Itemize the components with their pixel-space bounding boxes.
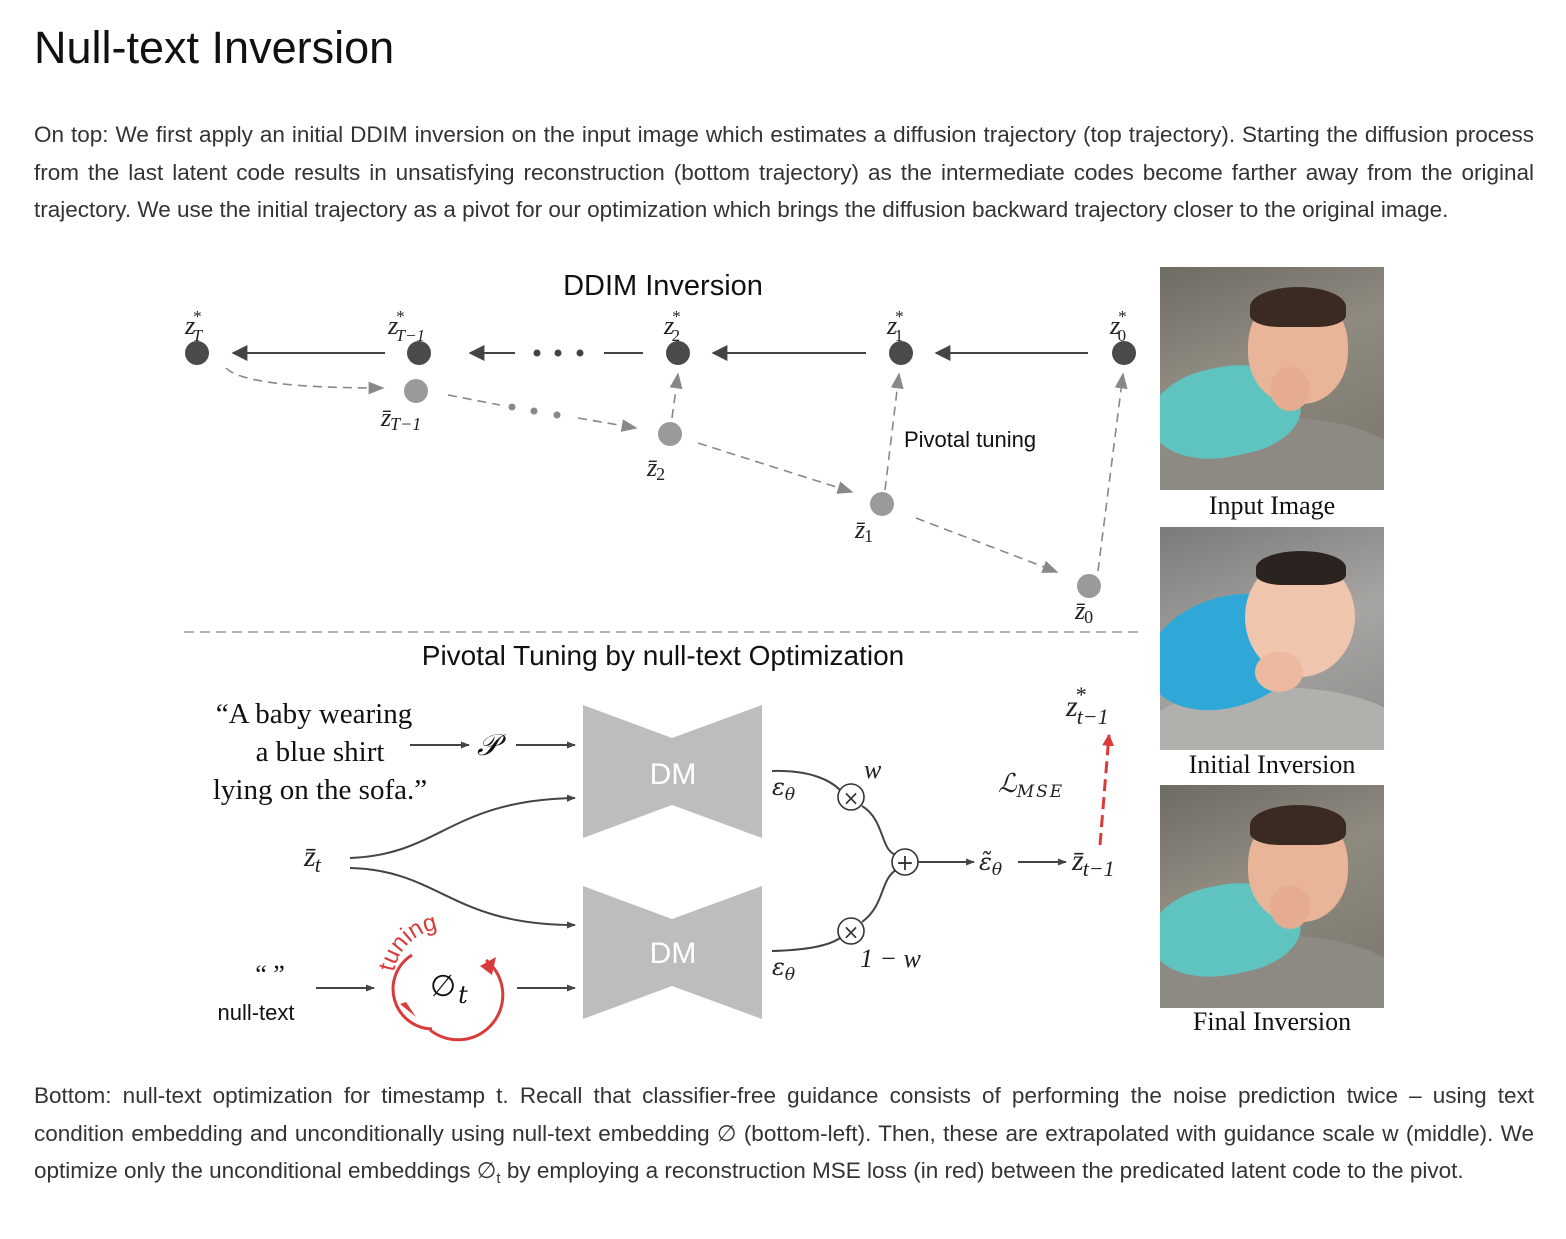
curve-zt-to-top-dm bbox=[349, 794, 576, 859]
label-zbar-2: z̄2 bbox=[646, 453, 665, 484]
curve-eps-uncond-to-times bbox=[771, 937, 841, 952]
pivot-up-zbar1 bbox=[884, 372, 904, 491]
epsilon-unconditional: εθ bbox=[772, 953, 795, 985]
node-zstar-T-1 bbox=[407, 341, 431, 365]
node-zstar-1 bbox=[889, 341, 913, 365]
caption-input-image: Input Image bbox=[1208, 491, 1336, 520]
label-zbar-t: z̄t bbox=[303, 840, 322, 877]
dm-block-unconditional bbox=[583, 886, 762, 1019]
input-image bbox=[1160, 267, 1384, 490]
top-node-labels: z*T z*T−1 z*2 z*1 z*0 bbox=[184, 307, 1127, 345]
node-zbar-0 bbox=[1077, 574, 1101, 598]
dashed-trajectory bbox=[225, 367, 1128, 573]
ellipsis-dot bbox=[533, 349, 541, 357]
pivot-up-zbar0 bbox=[1097, 372, 1128, 572]
baby-hair bbox=[1250, 287, 1346, 327]
pivotal-tuning-title: Pivotal Tuning by null-text Optimization bbox=[422, 640, 904, 671]
ellipsis-dot-gray bbox=[508, 403, 516, 411]
initial-inversion-image bbox=[1160, 527, 1384, 750]
label-zbar-1: z̄1 bbox=[854, 515, 873, 546]
curve-times-w-to-plus bbox=[861, 805, 897, 856]
label-zstar-0: z*0 bbox=[1109, 307, 1127, 345]
multiply-1mw-symbol: × bbox=[843, 920, 860, 944]
dash-zT-to-zbarT1 bbox=[225, 367, 385, 395]
node-zstar-2 bbox=[666, 341, 690, 365]
loss-label: ℒMSE bbox=[998, 769, 1064, 802]
tuning-cycle-arc-left bbox=[391, 953, 433, 1031]
caption-initial-inversion: Initial Inversion bbox=[1188, 750, 1356, 779]
ellipsis-dot bbox=[576, 349, 584, 357]
bottom-paragraph: Bottom: null-text optimization for times… bbox=[34, 1077, 1534, 1198]
intro-paragraph: On top: We first apply an initial DDIM i… bbox=[34, 122, 1534, 222]
label-zbar-T-1: z̄T−1 bbox=[380, 403, 421, 434]
prompt-text: “A baby wearing a blue shirt lying on th… bbox=[213, 698, 427, 806]
prompt-symbol-P: 𝒫 bbox=[477, 728, 507, 763]
label-zstar-T: z*T bbox=[184, 307, 204, 345]
pivotal-tuning-label: Pivotal tuning bbox=[904, 427, 1036, 452]
tuning-arrowhead-left bbox=[400, 1002, 416, 1017]
label-zstar-1: z*1 bbox=[886, 307, 904, 345]
baby-hand bbox=[1270, 885, 1310, 929]
multiply-w-node bbox=[837, 783, 865, 811]
bottom-text-subscript: t bbox=[496, 1170, 501, 1187]
dash-zbarT1-to-dots bbox=[447, 394, 501, 406]
node-zbar-2 bbox=[658, 422, 682, 446]
node-zstar-T bbox=[185, 341, 209, 365]
prompt-line-2: a blue shirt bbox=[256, 736, 385, 768]
dash-zbar2-to-zbar1 bbox=[697, 442, 854, 494]
dash-dots-to-zbar2 bbox=[577, 417, 638, 432]
sum-symbol: + bbox=[896, 851, 914, 876]
bottom-node-labels: z̄T−1 z̄2 z̄1 z̄0 bbox=[380, 403, 1093, 627]
node-zbar-T-1 bbox=[404, 379, 428, 403]
multiply-w-symbol: × bbox=[843, 786, 860, 810]
dm-label-unconditional: DM bbox=[650, 937, 697, 970]
curve-zt-to-bottom-dm bbox=[349, 867, 576, 929]
final-inversion-image bbox=[1160, 785, 1384, 1008]
tuning-cycle-arc-right bbox=[429, 958, 505, 1042]
dash-zbar1-to-zbar0 bbox=[915, 517, 1059, 573]
label-zstar-2: z*2 bbox=[663, 307, 681, 345]
curve-eps-cond-to-times bbox=[771, 769, 841, 791]
node-zstar-0 bbox=[1112, 341, 1136, 365]
label-zstar-T-1: z*T−1 bbox=[387, 307, 425, 345]
label-1-minus-w: 1 − w bbox=[860, 944, 922, 973]
epsilon-conditional: εθ bbox=[772, 773, 795, 805]
label-w: w bbox=[864, 755, 882, 784]
caption-final-inversion: Final Inversion bbox=[1192, 1007, 1352, 1036]
null-embedding-symbol: ∅t bbox=[430, 969, 468, 1009]
ellipsis-dot-gray bbox=[530, 407, 538, 415]
pivot-up-zbar2 bbox=[669, 372, 683, 419]
curve-times-1mw-to-plus bbox=[861, 869, 897, 923]
bottom-text-before: Bottom: null-text optimization for times… bbox=[34, 1083, 1534, 1183]
null-text-label: null-text bbox=[217, 1000, 294, 1025]
ellipsis-dot-gray bbox=[553, 411, 561, 419]
baby-hand bbox=[1255, 652, 1303, 692]
null-quotes: “ ” bbox=[255, 960, 285, 989]
page-title: Null-text Inversion bbox=[34, 22, 395, 73]
epsilon-tilde: ε̃θ bbox=[979, 848, 1002, 880]
label-zbar-t-1: z̄t−1 bbox=[1071, 844, 1115, 881]
dm-block-conditional bbox=[583, 705, 762, 838]
bottom-text-after: by employing a reconstruction MSE loss (… bbox=[500, 1158, 1464, 1183]
label-zstar-t-1: z*t−1 bbox=[1065, 682, 1109, 729]
loss-arrow bbox=[1098, 733, 1115, 846]
tuning-label: tuning bbox=[373, 909, 439, 974]
label-zbar-0: z̄0 bbox=[1074, 596, 1093, 627]
dm-label-conditional: DM bbox=[650, 758, 697, 791]
ddim-inversion-title: DDIM Inversion bbox=[563, 270, 763, 302]
baby-hair bbox=[1256, 551, 1346, 585]
node-zbar-1 bbox=[870, 492, 894, 516]
prompt-line-1: “A baby wearing bbox=[216, 698, 413, 730]
baby-hand bbox=[1270, 367, 1310, 411]
multiply-1mw-node bbox=[837, 917, 865, 945]
prompt-line-3: lying on the sofa.” bbox=[213, 774, 427, 806]
ellipsis-dot bbox=[554, 349, 562, 357]
baby-hair bbox=[1250, 805, 1346, 845]
tuning-arrowhead-right bbox=[480, 957, 496, 975]
